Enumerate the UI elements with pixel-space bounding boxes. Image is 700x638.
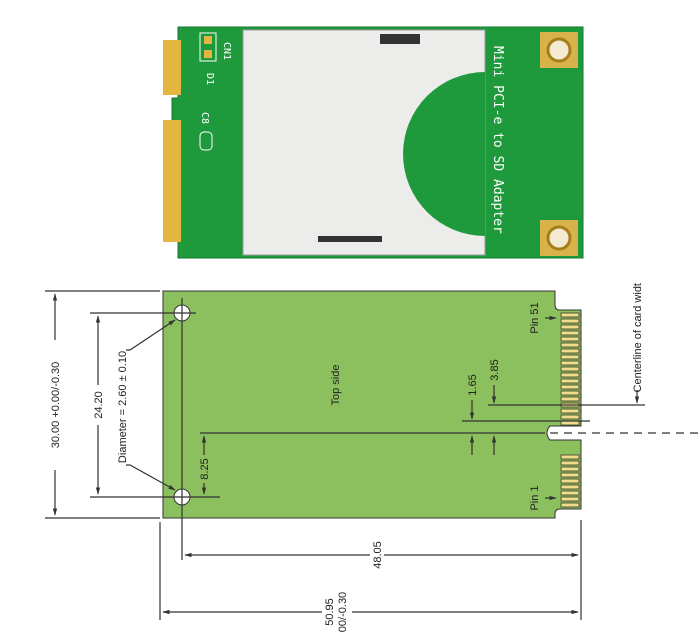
contact-finger	[560, 336, 580, 342]
contact-finger	[560, 330, 580, 336]
contact-finger	[560, 502, 580, 508]
label-cn1: CN1	[221, 42, 232, 60]
contact-finger	[560, 372, 580, 378]
dim-card-height: 30.00 +0.00/-0.30	[50, 362, 62, 449]
dim-50-95: 50.95	[324, 598, 336, 626]
contact-finger	[560, 466, 580, 472]
adapter-photo: CN1 D1 C8 Mini PCI-e to SD Adapter	[163, 26, 584, 259]
pin-1-label: Pin 1	[529, 485, 541, 510]
contact-finger	[560, 478, 580, 484]
contact-finger	[560, 312, 580, 318]
contact-finger	[560, 360, 580, 366]
top-side-label: Top side	[330, 365, 342, 406]
dim-1-65: 1.65	[467, 374, 479, 395]
silkscreen-title: Mini PCI-e to SD Adapter	[490, 46, 505, 234]
dim-hole-spacing: 24.20	[93, 391, 105, 419]
contact-finger	[560, 366, 580, 372]
contact-finger	[560, 318, 580, 324]
dim-3-85: 3.85	[489, 359, 501, 380]
contact-finger	[560, 384, 580, 390]
dimension-drawing: 30.00 +0.00/-0.30 24.20 Diameter = 2.60 …	[45, 283, 700, 632]
dim-48-05: 48.05	[372, 541, 384, 569]
contact-finger	[560, 484, 580, 490]
contact-finger	[560, 396, 580, 402]
contact-finger	[560, 472, 580, 478]
dim-hole-diameter: Diameter = 2.60 ± 0.10	[117, 351, 129, 463]
dim-8-25: 8.25	[199, 458, 211, 479]
dim-50-95-tolerance: 00/-0.30	[337, 592, 349, 632]
contact-finger	[560, 490, 580, 496]
edge-connector-bottom	[163, 120, 181, 242]
contact-finger	[560, 414, 580, 420]
label-c8: C8	[199, 112, 210, 124]
contact-finger	[560, 460, 580, 466]
mounting-hole-top	[540, 32, 578, 68]
card-outline	[162, 290, 582, 519]
contact-finger	[560, 378, 580, 384]
contact-finger	[560, 496, 580, 502]
edge-connector-top	[163, 40, 181, 95]
mounting-hole-bottom	[540, 220, 578, 256]
label-d1: D1	[204, 73, 215, 85]
contact-finger	[560, 348, 580, 354]
contact-finger	[560, 354, 580, 360]
contact-finger	[560, 408, 580, 414]
contact-finger	[560, 342, 580, 348]
contact-finger	[560, 324, 580, 330]
centerline-label: Centerline of card widt	[632, 283, 644, 392]
slot-cutout	[403, 72, 485, 236]
contact-finger	[560, 454, 580, 460]
contact-finger	[560, 390, 580, 396]
contact-fingers	[560, 312, 580, 508]
pin-51-label: Pin 51	[529, 302, 541, 333]
